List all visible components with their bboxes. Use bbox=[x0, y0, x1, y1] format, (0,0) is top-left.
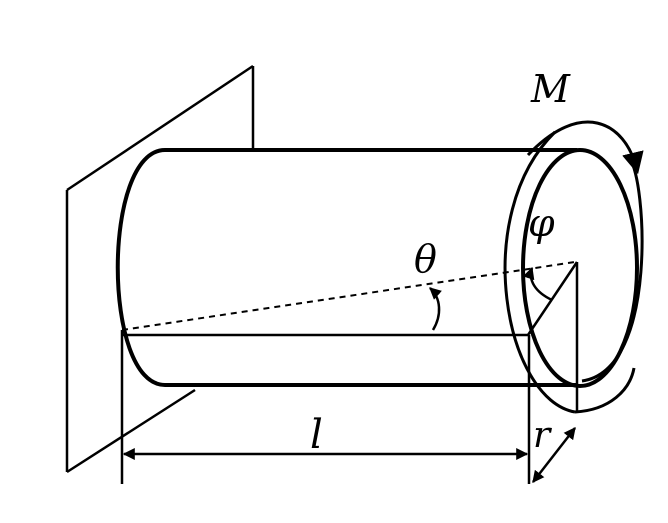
radius-label: r bbox=[533, 415, 552, 456]
theta-label: θ bbox=[414, 237, 437, 281]
moment-arrow bbox=[581, 158, 644, 383]
fixed-wall bbox=[65, 64, 255, 474]
phi-angle-arrow bbox=[522, 266, 553, 302]
radius-line bbox=[526, 261, 579, 336]
moment-arrow-back bbox=[526, 120, 644, 175]
moment-label: M bbox=[530, 67, 571, 111]
radius-dimension-arrow bbox=[532, 427, 576, 483]
phi-label: φ bbox=[528, 201, 555, 245]
theta-angle-arrow bbox=[429, 287, 443, 331]
moment-arrow-lower bbox=[503, 130, 576, 414]
cylinder bbox=[115, 148, 639, 388]
cylinder-left-end bbox=[115, 148, 166, 387]
length-label: l bbox=[310, 412, 323, 458]
moment-arrow-lower-right bbox=[574, 367, 636, 414]
